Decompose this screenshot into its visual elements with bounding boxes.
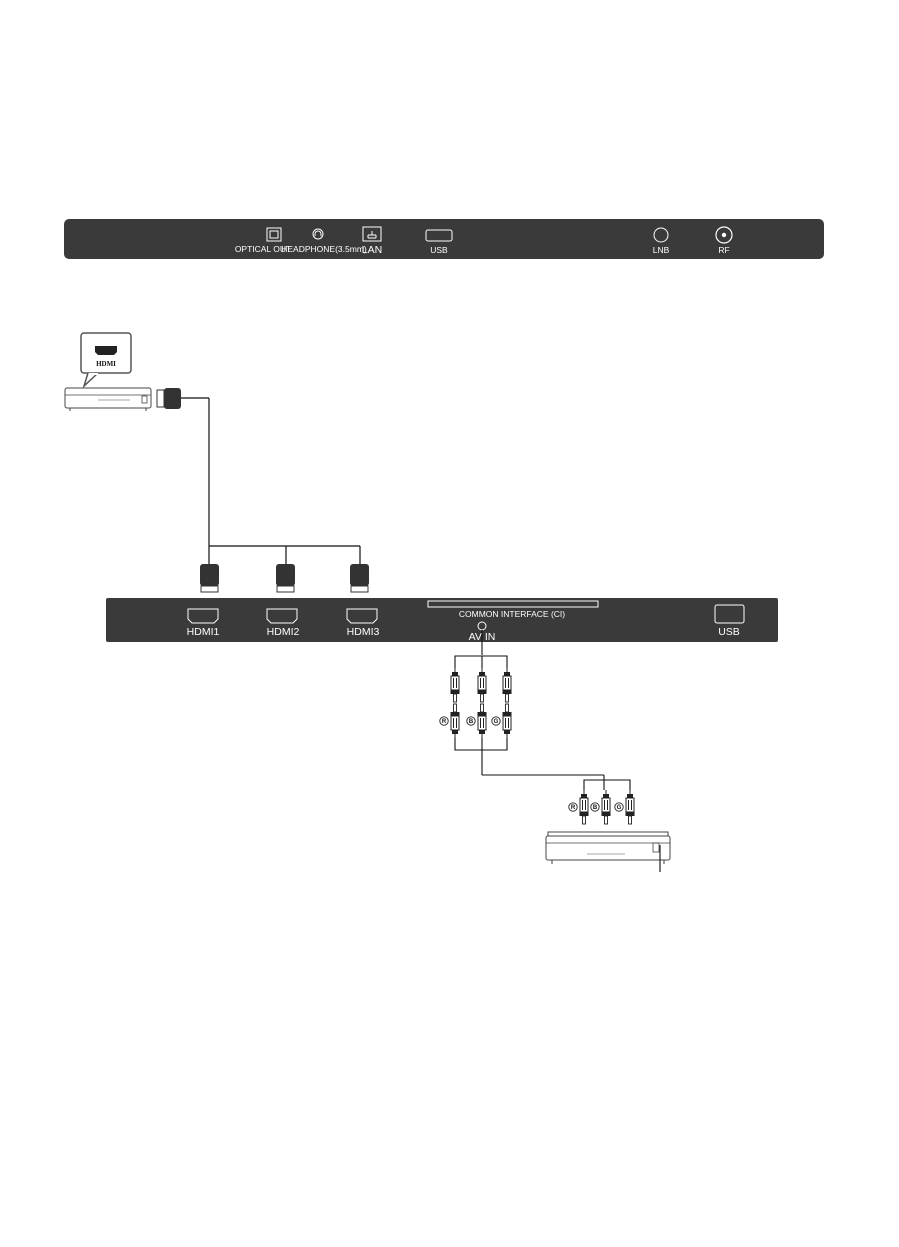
hdmi2-port: HDMI2 [266,608,300,638]
lan-label: LAN [362,244,382,256]
svg-text:G: G [494,719,499,725]
rca-plug-upper-3 [502,668,512,703]
player-box [64,387,152,411]
rca-color-marker: G [491,716,501,726]
svg-text:B: B [469,719,474,725]
rca-plug-device-2: B [590,790,611,825]
svg-text:R: R [571,805,576,811]
ci-label: COMMON INTERFACE (CI) [459,609,565,619]
headphone-label: HEADPHONE(3.5mm) [281,244,367,254]
svg-text:G: G [617,805,622,811]
hdmi3-port: HDMI3 [346,608,380,638]
hdmi-source-device: HDMI [64,332,209,411]
rf-port: RF [715,226,733,255]
rca-color-marker: B [466,716,476,726]
optical-out-port: OPTICAL OUT [235,227,291,254]
usb-port-bottom: USB [714,604,745,638]
rca-plug-upper-2 [477,668,487,703]
hdmi-cable [208,398,361,564]
hdmi-plug-2 [276,564,295,593]
hdmi1-label: HDMI1 [187,626,220,638]
hdmi1-port: HDMI1 [187,608,220,638]
headphone-port: HEADPHONE(3.5mm) [281,228,367,254]
rca-color-marker: R [439,716,449,726]
hdmi-callout: HDMI [80,332,132,389]
hdmi-plugs [200,564,369,593]
av-cable [454,630,631,790]
lnb-port: LNB [653,227,670,255]
svg-text:R: R [442,719,447,725]
usb-label-top: USB [430,245,448,255]
hdmi3-label: HDMI3 [347,626,380,638]
hdmi-plug-1 [200,564,219,593]
headphone-icon [314,230,322,236]
svg-text:B: B [593,805,598,811]
rca-color-marker: B [590,802,600,812]
av-source-device [545,831,671,872]
usb-label-bottom: USB [718,626,740,638]
network-icon [367,231,377,239]
rca-plug-lower-2: B [466,703,487,738]
rca-plug-lower-3: G [491,703,512,738]
bottom-connector-panel: HDMI1 HDMI2 HDMI3 COMMON INTERFACE (CI) … [106,598,778,643]
optical-out-label: OPTICAL OUT [235,244,291,254]
lan-port: LAN [362,226,382,256]
rca-plug-upper-1 [450,668,460,703]
lnb-label: LNB [653,245,670,255]
hdmi-plug-source [156,388,209,409]
rca-color-marker: G [614,802,624,812]
rca-plugs-upper [450,668,512,703]
rca-color-marker: R [568,802,578,812]
hdmi-plug-3 [350,564,369,593]
rca-plug-device-3: G [614,790,635,825]
rca-plug-lower-1: R [439,703,460,738]
hdmi-port-icon [95,346,117,355]
usb-port-top: USB [425,229,453,255]
rca-plug-device-1: R [568,790,589,825]
top-connector-panel: OPTICAL OUT HEADPHONE(3.5mm) LAN USB LNB… [64,219,824,259]
ci-slot: COMMON INTERFACE (CI) [427,600,599,619]
hdmi-callout-label: HDMI [96,360,116,368]
rf-label: RF [718,245,729,255]
hdmi2-label: HDMI2 [267,626,300,638]
